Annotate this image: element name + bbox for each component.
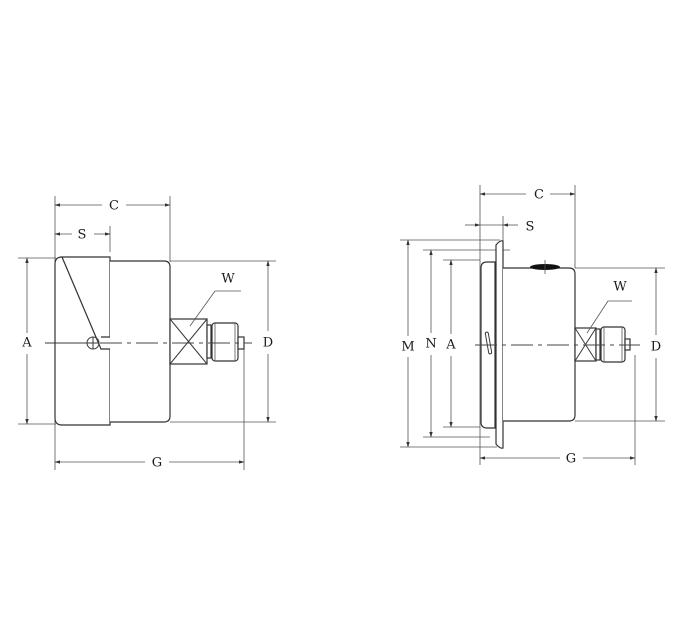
dim-label-w: W <box>613 280 627 295</box>
dim-label-c: C <box>109 199 119 214</box>
dim-label-d: D <box>263 336 273 351</box>
right-gauge-view: W C S M N A D G <box>400 185 665 467</box>
dim-label-a: A <box>21 336 32 351</box>
gauge-rear-case <box>110 260 171 423</box>
bezel-slot <box>484 331 493 355</box>
dim-label-a: A <box>445 338 456 353</box>
left-gauge-view: C S A D G W <box>18 196 276 471</box>
dim-label-s: S <box>526 220 535 235</box>
thread-connector <box>600 326 626 363</box>
thread-connector <box>211 322 239 362</box>
gauge-case <box>503 267 576 422</box>
gauge-front-case <box>54 256 111 426</box>
dim-label-s: S <box>78 228 87 243</box>
leader-line <box>189 290 216 327</box>
dim-label-g: G <box>566 452 576 467</box>
dim-label-g: G <box>152 456 162 471</box>
mounting-flange <box>495 240 504 449</box>
dim-label-m: M <box>401 340 414 355</box>
dim-label-w: W <box>221 272 235 287</box>
dim-label-d: D <box>651 340 661 355</box>
dim-label-n: N <box>425 337 436 352</box>
dim-label-c: C <box>534 188 544 203</box>
